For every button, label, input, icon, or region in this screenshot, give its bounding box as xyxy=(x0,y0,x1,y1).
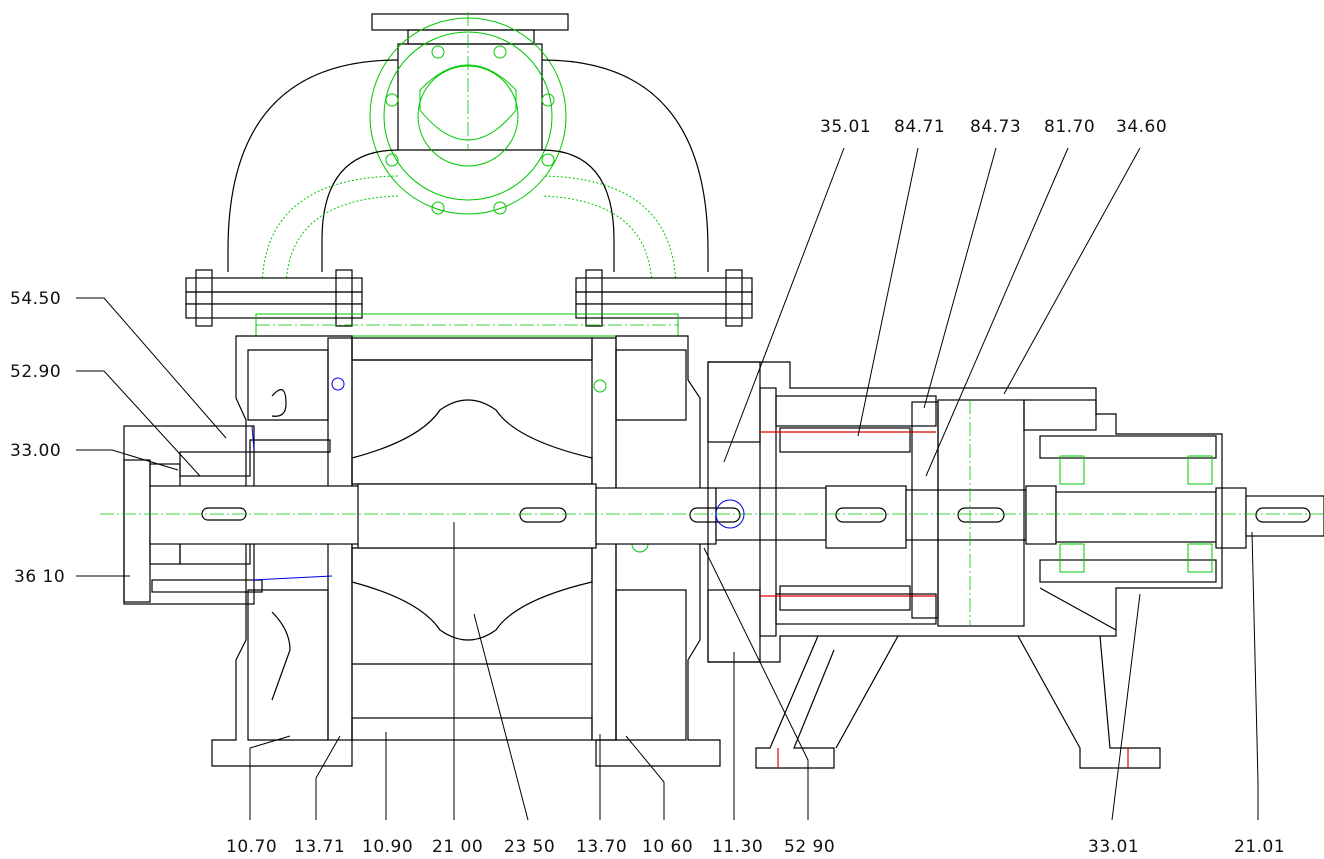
side-flanges xyxy=(185,269,753,337)
callout-34-60: 34.60 xyxy=(1116,117,1167,137)
leader-lines xyxy=(76,147,1259,821)
callout-52-90-left: 52.90 xyxy=(10,362,61,382)
callout-13-70: 13.70 xyxy=(576,837,627,857)
callout-84-73: 84.73 xyxy=(970,117,1021,137)
callout-81-70: 81.70 xyxy=(1044,117,1095,137)
discharge-manifold xyxy=(227,12,709,291)
callout-84-71: 84.71 xyxy=(894,117,945,137)
pump-body xyxy=(211,335,721,767)
callout-52-90-bottom: 52 90 xyxy=(784,837,835,857)
callouts-top: 35.01 84.71 84.73 81.70 34.60 xyxy=(820,117,1167,137)
callout-11-30: 11.30 xyxy=(712,837,763,857)
coupling-housing xyxy=(707,361,1223,663)
callout-10-60: 10 60 xyxy=(642,837,693,857)
callout-36-10: 36 10 xyxy=(14,567,65,587)
callout-33-00: 33.00 xyxy=(10,441,61,461)
callout-21-01: 21.01 xyxy=(1234,837,1285,857)
callouts-left: 54.50 52.90 33.00 36 10 xyxy=(10,289,65,587)
callout-35-01: 35.01 xyxy=(820,117,871,137)
base-frame xyxy=(755,635,1161,769)
callout-10-90: 10.90 xyxy=(362,837,413,857)
shaft xyxy=(100,483,1324,549)
callout-13-71: 13.71 xyxy=(294,837,345,857)
callout-10-70: 10.70 xyxy=(226,837,277,857)
callout-54-50: 54.50 xyxy=(10,289,61,309)
callouts-bottom: 10.70 13.71 10.90 21 00 23 50 13.70 10 6… xyxy=(226,837,1285,857)
callout-23-50: 23 50 xyxy=(504,837,555,857)
callout-33-01: 33.01 xyxy=(1088,837,1139,857)
callout-21-00: 21 00 xyxy=(432,837,483,857)
